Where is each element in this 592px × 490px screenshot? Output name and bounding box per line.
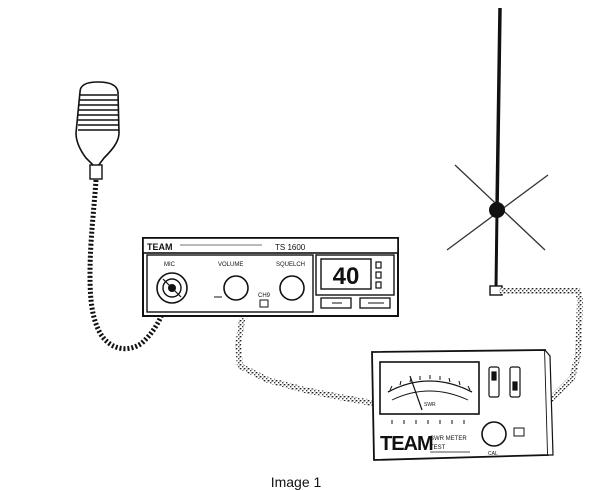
swr-meter: SWR TEAM SWR METER TEST CAL — [371, 349, 554, 461]
squelch-knob[interactable] — [279, 275, 305, 301]
meter-scale-arc — [387, 380, 473, 393]
display-indicators — [375, 261, 382, 289]
microphone-grille — [78, 94, 119, 131]
meter-scale-label: SWR — [424, 402, 436, 408]
coax-radio-to-meter — [235, 317, 381, 407]
meter-product-line-2: TEST — [430, 445, 446, 451]
radio-model: TS 1600 — [275, 243, 306, 252]
meter-brand: TEAM — [380, 433, 433, 455]
cb-radio: TEAM TS 1600 MIC VOLUME SQUELCH CH9 40 — [142, 237, 399, 317]
meter-calibration-knob[interactable] — [481, 421, 507, 447]
ch9-switch[interactable] — [259, 299, 269, 308]
meter-product-line-1: SWR METER — [430, 436, 467, 442]
ch9-switch-label: CH9 — [258, 293, 271, 299]
radio-brand: TEAM — [147, 242, 173, 252]
mic-socket[interactable] — [156, 272, 188, 304]
meter-mode-switches[interactable] — [488, 366, 521, 398]
meter-knob-label: CAL — [488, 451, 498, 457]
figure-caption: Image 1 — [270, 474, 322, 490]
volume-knob-label: VOLUME — [218, 262, 243, 268]
antenna — [446, 7, 549, 296]
meter-needle — [409, 375, 423, 411]
squelch-knob-label: SQUELCH — [276, 262, 305, 268]
volume-knob[interactable] — [223, 275, 249, 301]
channel-number: 40 — [333, 263, 360, 290]
radio-top-strip — [142, 237, 399, 254]
channel-display — [320, 258, 372, 290]
antenna-hub — [489, 202, 505, 218]
meter-function-markers — [391, 420, 465, 424]
mic-socket-label: MIC — [164, 262, 176, 268]
microphone — [75, 81, 171, 352]
cb-radio-setup-diagram: TEAM TS 1600 MIC VOLUME SQUELCH CH9 40 — [75, 7, 583, 461]
